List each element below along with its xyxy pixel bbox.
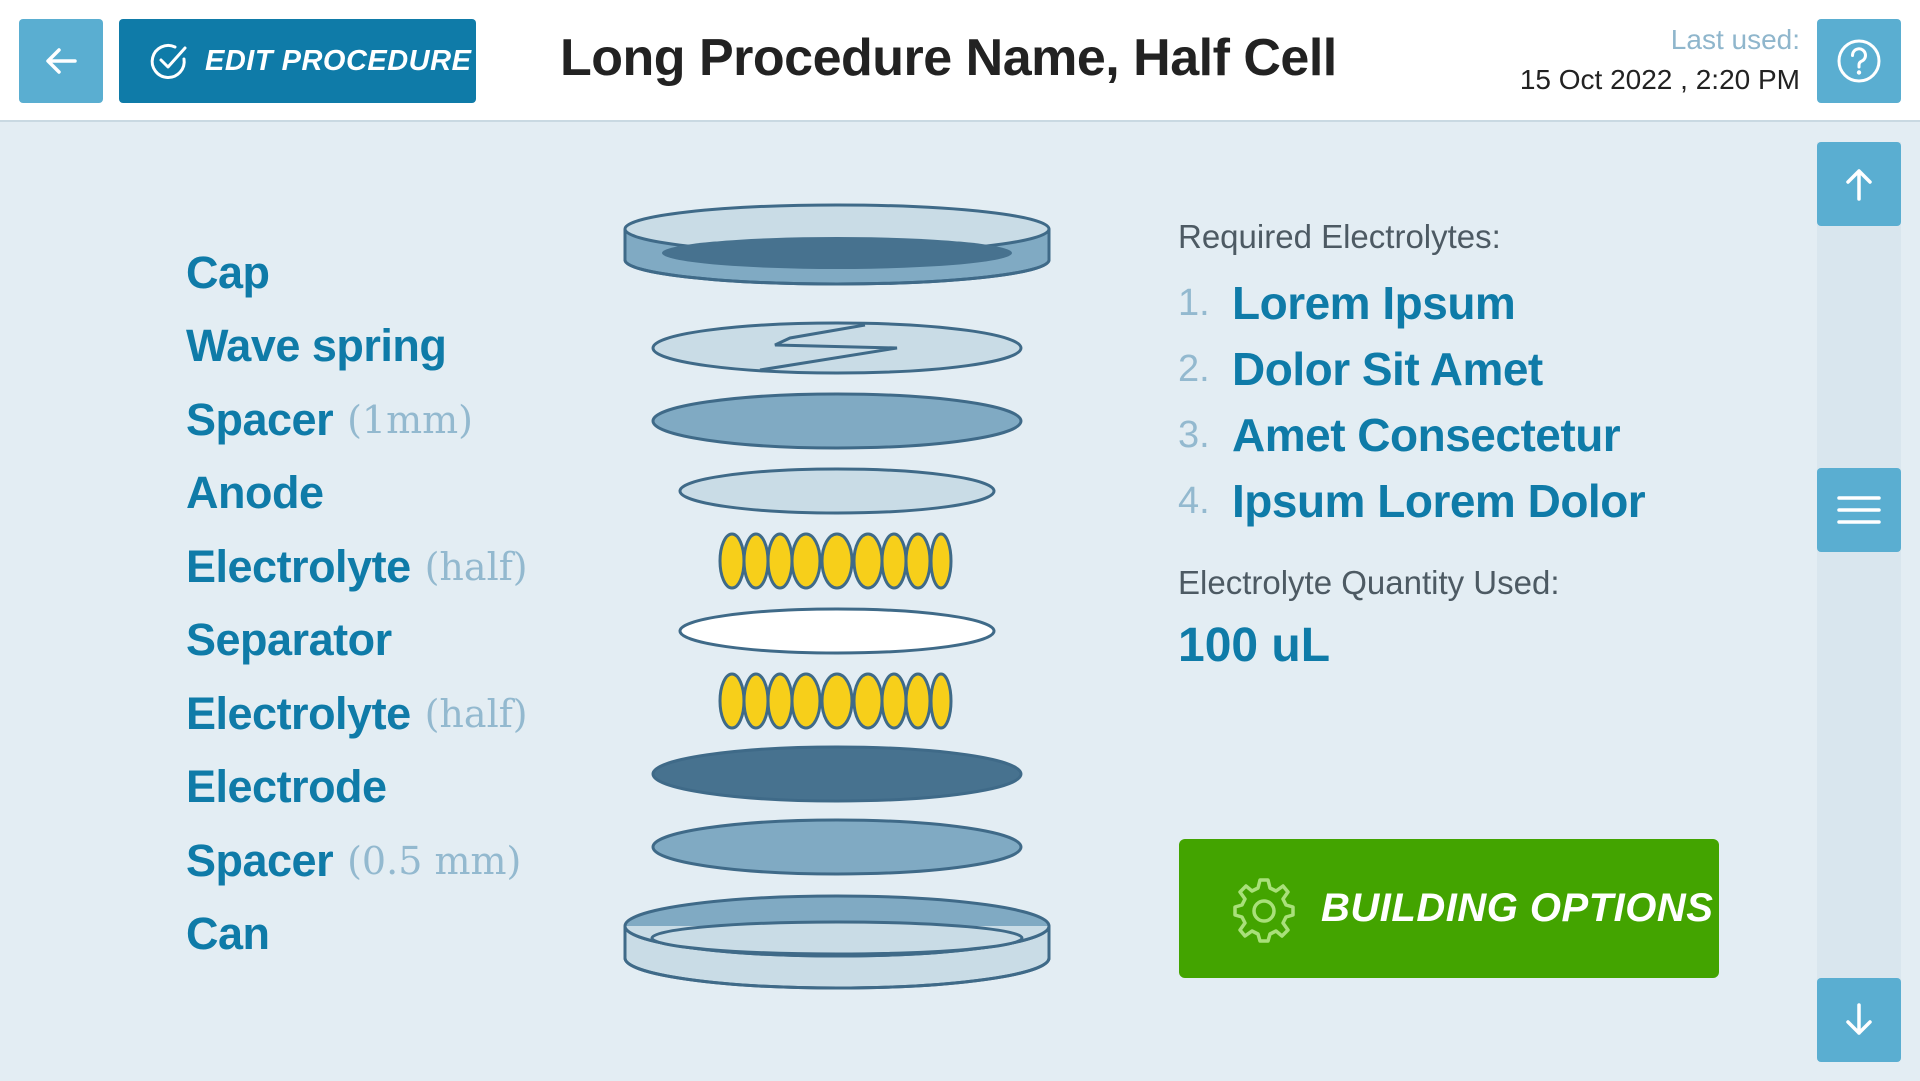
layer-row: Cap (186, 236, 528, 310)
header-bar: EDIT PROCEDURE Long Procedure Name, Half… (0, 0, 1920, 122)
layer-name: Electrode (186, 761, 387, 813)
question-circle-icon (1837, 39, 1881, 83)
spacer-disc (651, 392, 1023, 450)
item-number: 1. (1178, 281, 1210, 324)
layer-row: Can (186, 898, 528, 972)
layer-name: Electrolyte (186, 540, 411, 592)
check-circle-icon (150, 43, 187, 79)
list-item: 1. Lorem Ipsum (1178, 270, 1645, 336)
layer-row: Electrolyte (half) (186, 677, 528, 751)
list-item: 3. Amet Consectetur (1178, 402, 1645, 468)
spacer-disc (651, 818, 1023, 876)
layer-note: (half) (424, 691, 528, 736)
item-number: 4. (1178, 479, 1210, 522)
scroll-down-button[interactable] (1817, 978, 1901, 1062)
layer-row: Anode (186, 457, 528, 531)
list-item: 2. Dolor Sit Amet (1178, 336, 1645, 402)
last-used-info: Last used: 15 Oct 2022 , 2:20 PM (1520, 24, 1800, 96)
electrolyte-drops (718, 672, 953, 730)
electrolyte-quantity-value: 100 uL (1178, 619, 1331, 672)
page-title: Long Procedure Name, Half Cell (560, 29, 1337, 87)
can-disc (623, 894, 1051, 990)
layer-row: Spacer (0.5 mm) (186, 824, 528, 898)
layer-name: Spacer (186, 393, 334, 445)
cap-disc (623, 203, 1051, 286)
item-number: 2. (1178, 347, 1210, 390)
scroll-track[interactable] (1817, 142, 1901, 1062)
layer-name: Can (186, 908, 270, 960)
layer-row: Spacer (1mm) (186, 383, 528, 457)
help-button[interactable] (1817, 19, 1901, 103)
layer-name: Anode (186, 467, 324, 519)
gear-icon (1233, 877, 1295, 943)
layer-row: Wave spring (186, 310, 528, 384)
layer-name: Separator (186, 614, 392, 666)
arrow-left-icon (46, 48, 77, 74)
item-name: Amet Consectetur (1232, 409, 1621, 461)
layer-row: Electrolyte (half) (186, 530, 528, 604)
electrolyte-list: 1. Lorem Ipsum 2. Dolor Sit Amet 3. Amet Co… (1178, 270, 1646, 534)
item-name: Ipsum Lorem Dolor (1232, 475, 1646, 527)
edit-procedure-label: EDIT PROCEDURE (205, 44, 472, 77)
anode-disc (678, 467, 996, 515)
last-used-label: Last used: (1670, 24, 1800, 55)
building-options-label: BUILDING OPTIONS (1321, 886, 1714, 930)
arrow-down-icon (1846, 1003, 1872, 1035)
electrolyte-quantity-title: Electrolyte Quantity Used: (1178, 564, 1560, 601)
layer-name: Electrolyte (186, 687, 411, 739)
back-button[interactable] (19, 19, 103, 103)
layer-list: Cap Wave spring Spacer (1mm) Anode Electr… (186, 236, 528, 971)
electrolyte-drops (718, 532, 953, 590)
layer-name: Cap (186, 246, 270, 298)
layer-row: Separator (186, 604, 528, 678)
item-name: Dolor Sit Amet (1232, 343, 1543, 395)
layer-name: Wave spring (186, 320, 447, 372)
scroll-up-button[interactable] (1817, 142, 1901, 226)
last-used-value: 15 Oct 2022 , 2:20 PM (1519, 64, 1800, 95)
item-number: 3. (1178, 413, 1210, 456)
layer-row: Electrode (186, 751, 528, 825)
arrow-up-icon (1846, 169, 1872, 201)
electrode-disc (651, 745, 1023, 803)
layer-name: Spacer (186, 834, 334, 886)
edit-procedure-button[interactable]: EDIT PROCEDURE (119, 19, 476, 103)
hamburger-menu-icon (1837, 496, 1881, 524)
layer-note: (0.5 mm) (347, 838, 522, 883)
building-options-button[interactable]: BUILDING OPTIONS (1179, 839, 1719, 978)
list-item: 4. Ipsum Lorem Dolor (1178, 468, 1646, 534)
layer-note: (1mm) (347, 397, 474, 442)
wave-spring-disc (651, 321, 1023, 375)
layer-note: (half) (424, 544, 528, 589)
menu-button[interactable] (1817, 468, 1901, 552)
required-electrolytes-title: Required Electrolytes: (1178, 218, 1501, 255)
separator-disc (678, 607, 996, 655)
item-name: Lorem Ipsum (1232, 277, 1516, 329)
